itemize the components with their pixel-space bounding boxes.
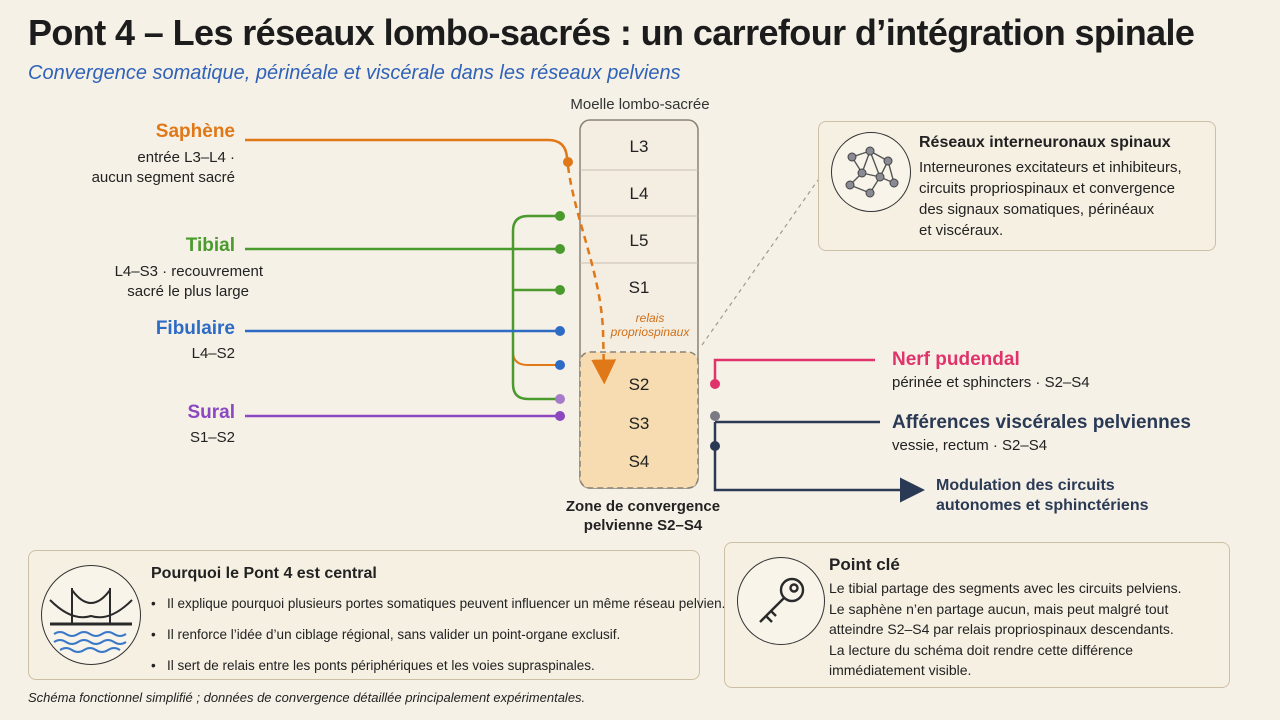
fibulaire-name: Fibulaire	[155, 318, 235, 339]
modulation-pathway	[713, 422, 925, 503]
tibial-name: Tibial	[185, 235, 235, 256]
modulation-node	[710, 441, 720, 451]
page-subtitle: Convergence somatique, périnéale et visc…	[28, 62, 681, 84]
saphene-label: Saphène entrée L3–L4 · aucun segment sac…	[80, 121, 235, 188]
neural-network-icon	[831, 132, 911, 212]
segment-label-l5: L5	[630, 231, 649, 250]
interneuron-card-title: Réseaux interneuronaux spinaux	[919, 134, 1171, 151]
saphene-pathway	[245, 138, 570, 163]
why-card-title: Pourquoi le Pont 4 est central	[151, 565, 377, 582]
page-title: Pont 4 – Les réseaux lombo-sacrés : un c…	[28, 12, 1195, 53]
visceral-node	[710, 411, 720, 421]
interneuron-line: Interneurones excitateurs et inhibiteurs…	[919, 159, 1182, 176]
zone-label: pelvienne S2–S4	[584, 517, 703, 534]
bridge-icon	[41, 565, 141, 665]
saphene-desc: entrée L3–L4 ·	[137, 149, 235, 166]
key-card: Point clé Le tibial partage des segments…	[724, 542, 1230, 688]
modulation-label: Modulation des circuits autonomes et sph…	[936, 476, 1149, 516]
spine-title: Moelle lombo-sacrée	[570, 96, 710, 113]
saphene-branch	[512, 351, 560, 366]
interneuron-card: Réseaux interneuronaux spinaux Interneur…	[818, 121, 1216, 251]
interneuron-text: Réseaux interneuronaux spinaux Interneur…	[919, 134, 1182, 241]
why-card-bullets: Il explique pourquoi plusieurs portes so…	[151, 594, 725, 676]
visceral-desc: vessie, rectum · S2–S4	[892, 437, 1048, 454]
pelvic-convergence-zone	[579, 351, 699, 489]
segment-label-s1: S1	[629, 278, 650, 297]
tibial-label: Tibial L4–S3 · recouvrement sacré le plu…	[70, 235, 263, 302]
key-line: La lecture du schéma doit rendre cette d…	[829, 641, 1134, 658]
saphene-name: Saphène	[155, 121, 235, 142]
visceral-label: Afférences viscérales pelviennes vessie,…	[892, 412, 1191, 454]
pudendal-label: Nerf pudendal périnée et sphincters · S2…	[892, 349, 1090, 391]
sural-desc: S1–S2	[189, 429, 235, 446]
modulation-line: Modulation des circuits	[936, 477, 1115, 494]
segment-label-s4: S4	[629, 452, 650, 471]
footnote: Schéma fonctionnel simplifié ; données d…	[28, 690, 586, 705]
tibial-l4-node	[555, 211, 565, 221]
key-line: Le tibial partage des segments avec les …	[829, 580, 1182, 596]
modulation-line: autonomes et sphinctériens	[936, 497, 1149, 514]
interneuron-line: circuits propriospinaux et convergence	[919, 180, 1175, 197]
interneuron-line: des signaux somatiques, périnéaux	[919, 201, 1155, 218]
key-icon	[737, 557, 825, 645]
key-card-body: Le tibial partage des segments avec les …	[829, 578, 1182, 681]
interneuron-line: et viscéraux.	[919, 222, 1004, 239]
tibial-trunk	[511, 214, 560, 401]
fibulaire-node	[555, 326, 565, 336]
key-card-title: Point clé	[829, 555, 900, 574]
key-line: atteindre S2–S4 par relais propriospinau…	[829, 621, 1174, 637]
segment-label-s3: S3	[629, 414, 650, 433]
key-line: immédiatement visible.	[829, 662, 972, 678]
key-line: Le saphène n’en partage aucun, mais peut…	[829, 600, 1169, 617]
pudendal-name: Nerf pudendal	[892, 349, 1020, 370]
interneuron-card-body: Interneurones excitateurs et inhibiteurs…	[919, 157, 1182, 241]
pudendal-desc: périnée et sphincters · S2–S4	[892, 374, 1090, 391]
visceral-name: Afférences viscérales pelviennes	[892, 412, 1191, 433]
sural-label: Sural S1–S2	[80, 402, 235, 448]
pudendal-pathway	[713, 358, 875, 384]
bullet-item: Il sert de relais entre les ponts périph…	[151, 656, 725, 676]
relay-label: relais	[636, 311, 665, 325]
fibulaire-desc: L4–S2	[191, 345, 235, 362]
why-card-content: Pourquoi le Pont 4 est central Il expliq…	[151, 565, 725, 687]
sural-name: Sural	[187, 402, 235, 423]
bullet-item: Il renforce l’idée d’un ciblage régional…	[151, 625, 725, 645]
zone-label: Zone de convergence	[566, 498, 720, 515]
fibulaire-s2-node	[555, 360, 565, 370]
segment-label-l3: L3	[630, 137, 649, 156]
key-card-content: Point clé Le tibial partage des segments…	[829, 555, 1182, 681]
segment-label-l4: L4	[630, 184, 649, 203]
relay-label: propriospinaux	[610, 325, 691, 339]
sural-node	[555, 411, 565, 421]
saphene-propriospinal-relay	[566, 165, 617, 385]
tibial-desc: sacré le plus large	[127, 283, 249, 300]
tibial-s1-node	[555, 285, 565, 295]
interneuron-connector	[701, 179, 819, 346]
why-card: Pourquoi le Pont 4 est central Il expliq…	[28, 550, 725, 680]
tibial-desc: L4–S3 · recouvrement	[114, 263, 263, 280]
tibial-s3-node	[555, 394, 565, 404]
bullet-item: Il explique pourquoi plusieurs portes so…	[151, 594, 725, 614]
segment-label-s2: S2	[629, 375, 650, 394]
saphene-desc: aucun segment sacré	[91, 169, 235, 186]
pudendal-node	[710, 379, 720, 389]
tibial-l5-node	[555, 244, 565, 254]
fibulaire-label: Fibulaire L4–S2	[80, 318, 235, 364]
saphene-entry-node	[563, 157, 573, 167]
